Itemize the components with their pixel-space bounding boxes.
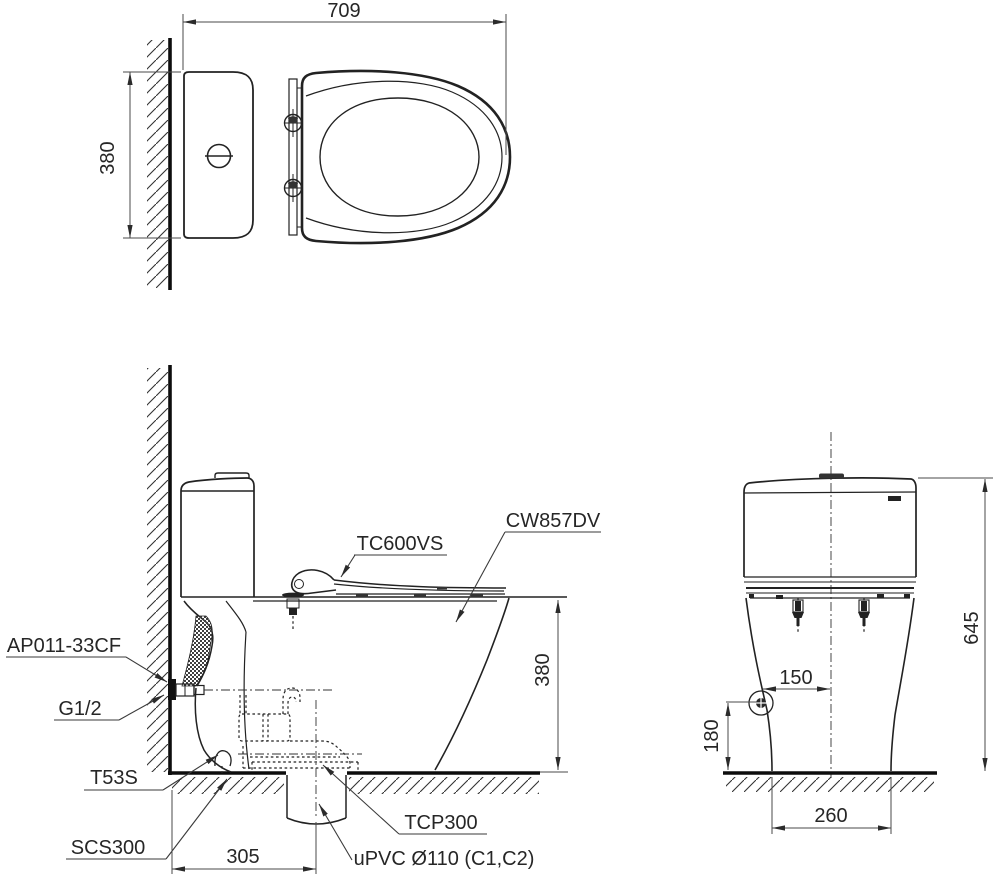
dim-380-plan-text: 380: [97, 141, 119, 174]
dimension-rough-in: 305: [171, 790, 317, 874]
toto-logo: [888, 496, 901, 501]
label-tcp300: TCP300: [322, 764, 487, 835]
side-seat-lid: [282, 569, 507, 631]
water-inlet: [748, 690, 774, 716]
label-scs300: SCS300: [66, 778, 228, 860]
drain-pipe: [286, 775, 347, 825]
label-t53s-text: T53S: [90, 767, 138, 789]
front-seat-bolt-right: [858, 598, 870, 634]
label-stop-valve: AP011-33CF: [6, 635, 168, 683]
seat-bumper: [471, 594, 483, 598]
dimension-plan-depth: 380: [97, 71, 181, 239]
dimension-plan-width: 709: [182, 0, 507, 155]
dim-180-text: 180: [701, 719, 723, 752]
dimension-inlet-height: 180: [701, 701, 757, 770]
dim-305-text: 305: [226, 846, 259, 868]
side-floor-hatch-left: [172, 777, 284, 794]
label-thread: G1/2: [54, 694, 165, 721]
side-bowl: [181, 596, 567, 773]
front-pedestal: [745, 597, 915, 772]
dim-260-text: 260: [814, 805, 847, 827]
seat-hinge-cap: [290, 569, 337, 595]
dimension-seat-height: 380: [532, 600, 568, 773]
front-tank: [743, 473, 917, 599]
label-drain-pipe-text: uPVC Ø110 (C1,C2): [354, 848, 535, 870]
internal-trapway-dotted: [238, 687, 362, 818]
dim-150-text: 150: [779, 667, 812, 689]
plan-tank: [183, 71, 254, 239]
braided-hose: [181, 615, 213, 687]
hinge-bolt-top: [283, 109, 303, 137]
label-bowl: CW857DV: [455, 510, 601, 623]
front-lid-knob: [819, 473, 844, 479]
dim-709-text: 709: [327, 0, 360, 22]
side-floor-hatch-right: [349, 777, 539, 794]
label-t53s: T53S: [84, 754, 219, 791]
label-bowl-text: CW857DV: [506, 510, 601, 532]
label-scs300-text: SCS300: [71, 837, 146, 859]
label-seat: TC600VS: [340, 533, 447, 578]
plan-wall-hatch: [147, 40, 168, 288]
label-thread-text: G1/2: [58, 698, 101, 720]
front-floor-hatch: [726, 777, 934, 792]
dimension-base-width: 260: [771, 777, 892, 834]
front-seat-bolt-left: [792, 598, 804, 634]
side-wall-hatch: [147, 368, 168, 772]
label-drain-pipe: uPVC Ø110 (C1,C2): [318, 803, 535, 870]
lid-inner-oval: [319, 97, 480, 217]
trap-ear: [214, 750, 232, 767]
plan-view: 709 380: [97, 0, 512, 290]
hinge-bolt-bottom: [283, 174, 303, 202]
stop-valve: [168, 679, 334, 700]
label-seat-text: TC600VS: [357, 533, 444, 555]
dim-645-text: 645: [961, 611, 983, 644]
tank-lid-knob: [214, 472, 250, 478]
dimension-total-height: 645: [918, 477, 993, 771]
side-tank: [180, 472, 255, 597]
label-stop-valve-text: AP011-33CF: [7, 635, 121, 657]
plan-seat-lid: [300, 69, 512, 245]
side-view: TC600VS CW857DV AP011-33CF G1/2 T53S SCS…: [6, 365, 601, 874]
seat-bumper: [356, 594, 368, 598]
plan-hinge-plate: [283, 78, 303, 236]
label-tcp300-text: TCP300: [404, 812, 477, 834]
dimension-inlet-offset: 150: [763, 667, 830, 692]
dim-380-side-text: 380: [532, 653, 554, 686]
seat-fixing-bolt: [282, 592, 304, 631]
front-view: 645 150 180 260: [701, 432, 993, 834]
seat-bumper: [414, 594, 426, 598]
